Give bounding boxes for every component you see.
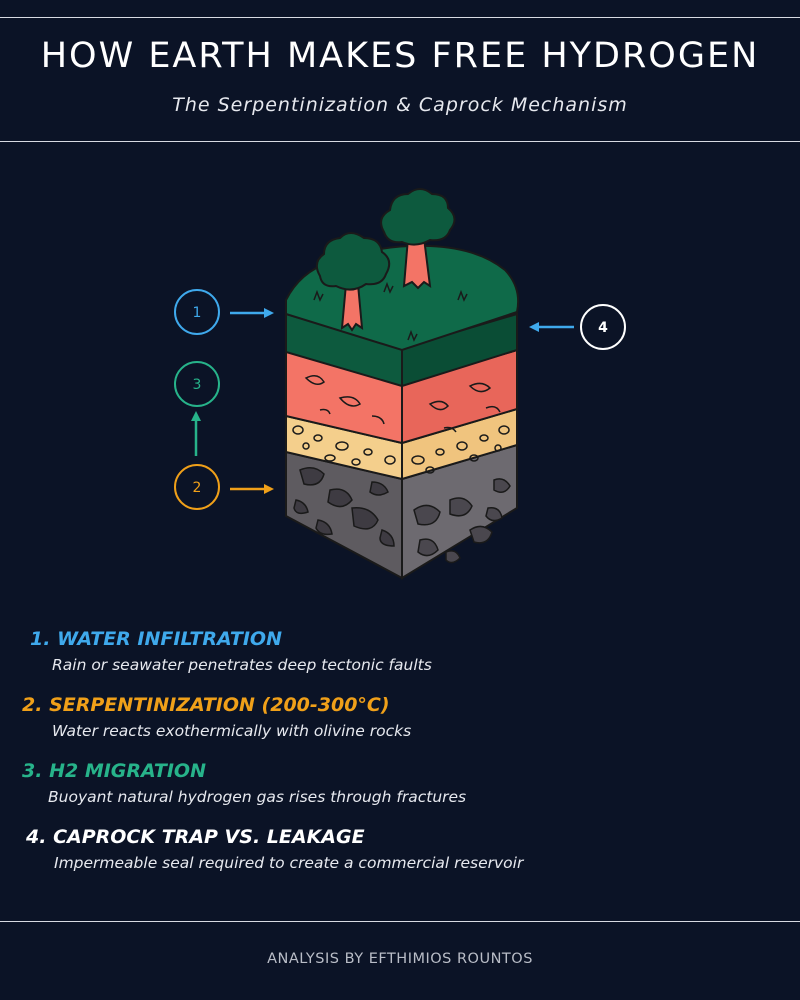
step-1-number: 1. [30,628,51,650]
step-2-number: 2. [22,694,43,716]
marker-4-label: 4 [598,320,608,336]
step-1-heading: 1. WATER INFILTRATION [30,628,282,650]
bedrock-layer [285,443,518,580]
marker-1-label: 1 [193,305,202,321]
step-2-title: SERPENTINIZATION (200-300°C) [49,694,390,716]
step-2-description: Water reacts exothermically with olivine… [52,722,412,740]
step-1-description: Rain or seawater penetrates deep tectoni… [52,656,432,674]
step-3-title: H2 MIGRATION [49,760,206,782]
step-1-title: WATER INFILTRATION [57,628,282,650]
step-4-description: Impermeable seal required to create a co… [54,854,524,872]
marker-3: 3 [174,361,220,407]
marker-1: 1 [174,289,220,335]
arrow-2-icon [230,484,274,494]
step-4-number: 4. [26,826,47,848]
arrow-4-icon [529,322,574,332]
tree-left [315,232,391,332]
earth-layers-illustration: 1 3 2 4 [174,188,626,580]
top-divider [0,17,800,18]
step-3-number: 3. [22,760,43,782]
footer-credit: ANALYSIS BY EFTHIMIOS ROUNTOS [267,951,533,967]
tree-right [380,188,456,290]
marker-2-label: 2 [193,480,202,496]
step-3-description: Buoyant natural hydrogen gas rises throu… [48,788,467,806]
step-4-title: CAPROCK TRAP VS. LEAKAGE [53,826,365,848]
step-3-heading: 3. H2 MIGRATION [22,760,206,782]
step-4-heading: 4. CAPROCK TRAP VS. LEAKAGE [26,826,365,848]
arrow-1-icon [230,308,274,318]
page-title: HOW EARTH MAKES FREE HYDROGEN [40,36,760,76]
marker-3-label: 3 [193,377,202,393]
page-subtitle: The Serpentinization & Caprock Mechanism [172,94,628,116]
marker-4: 4 [580,304,626,350]
gravel-layer [285,407,518,481]
step-2-heading: 2. SERPENTINIZATION (200-300°C) [22,694,390,716]
marker-2: 2 [174,464,220,510]
footer-divider [0,921,800,922]
arrow-3-icon [191,411,201,456]
header-divider [0,141,800,142]
